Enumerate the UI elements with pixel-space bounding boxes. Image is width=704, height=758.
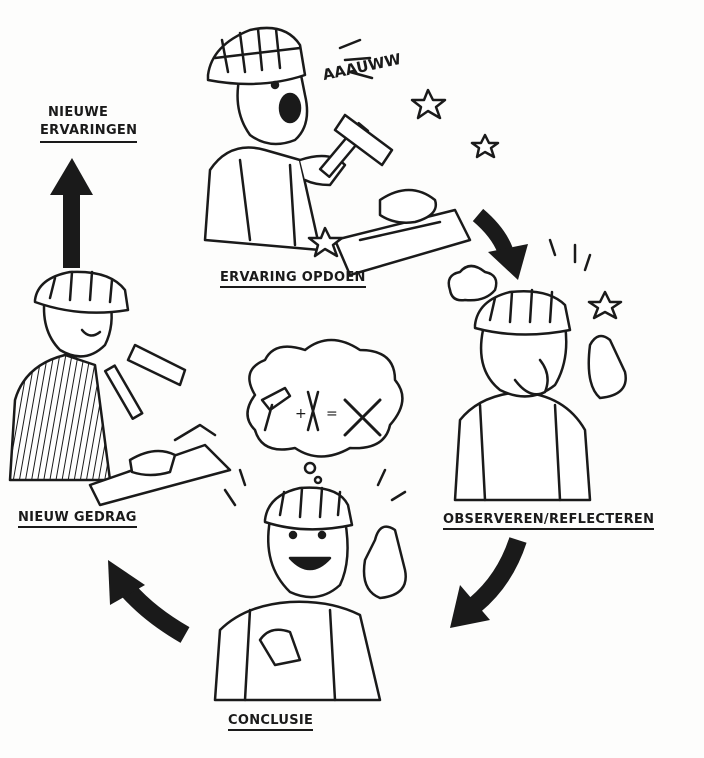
svg-text:=: = — [326, 406, 338, 422]
figure-conclusie: + = — [215, 340, 406, 700]
figure-observeren — [449, 240, 626, 500]
label-nieuwe-line2: ERVARINGEN — [40, 122, 137, 143]
label-ervaring-opdoen: ERVARING OPDOEN — [220, 270, 366, 288]
cycle-arrow-top-right — [478, 215, 528, 280]
figure-nieuw-gedrag — [10, 272, 230, 505]
label-conclusie: CONCLUSIE — [228, 713, 313, 731]
cycle-arrow-right-bottom — [450, 540, 518, 628]
arrow-up-new-experiences — [50, 158, 93, 268]
cycle-arrow-bottom-left — [108, 560, 185, 635]
label-nieuw-gedrag: NIEUW GEDRAG — [18, 510, 137, 528]
svg-text:+: + — [295, 406, 307, 422]
label-nieuwe-ervaringen: NIEUWE ERVARINGEN — [40, 104, 137, 143]
label-nieuwe-line1: NIEUWE — [40, 104, 137, 122]
label-observeren-reflecteren: OBSERVEREN/REFLECTEREN — [443, 512, 654, 530]
